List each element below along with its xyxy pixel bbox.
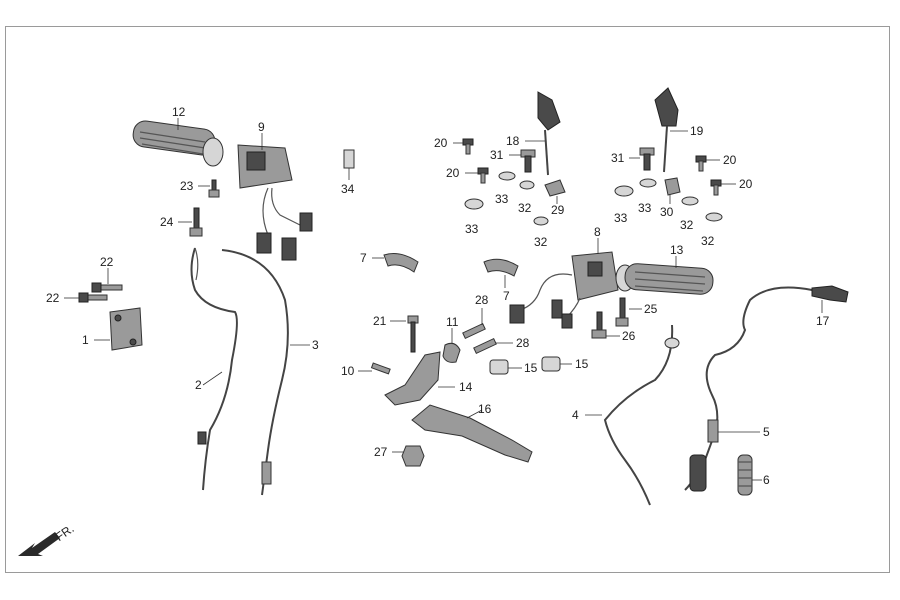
- collars-15-part: [489, 356, 561, 375]
- right-switch-housing-part: [509, 251, 619, 329]
- clamp-29: [544, 179, 566, 197]
- callout-20-b: 20: [446, 166, 460, 180]
- callout-33-c: 33: [614, 211, 628, 225]
- mirror-19-part: [654, 87, 679, 173]
- callout-10: 10: [341, 364, 355, 378]
- callout-19: 19: [690, 124, 704, 138]
- callout-34: 34: [341, 182, 355, 196]
- callout-22-top: 22: [100, 255, 114, 269]
- callout-16: 16: [478, 402, 492, 416]
- callout-21: 21: [373, 314, 387, 328]
- callout-33-d: 33: [638, 201, 652, 215]
- nut-27: [401, 445, 425, 467]
- callout-32-b: 32: [534, 235, 548, 249]
- bolt-24-part: [189, 207, 203, 237]
- callout-5: 5: [763, 425, 770, 439]
- callout-14: 14: [459, 380, 473, 394]
- callout-13: 13: [670, 243, 684, 257]
- left-switch-housing-part: [237, 144, 313, 261]
- callout-8: 8: [594, 225, 601, 239]
- bolts-31-part: [520, 147, 655, 173]
- callout-11: 11: [446, 315, 459, 329]
- bolts-28-part: [462, 322, 497, 355]
- callout-18: 18: [506, 134, 520, 148]
- callout-1: 1: [82, 333, 89, 347]
- callout-30: 30: [660, 205, 674, 219]
- callout-23: 23: [180, 179, 194, 193]
- callout-25: 25: [644, 302, 658, 316]
- callout-20-d: 20: [739, 177, 753, 191]
- part-11: [442, 342, 461, 363]
- arrow-icon: [18, 532, 60, 556]
- screw-23-part: [208, 179, 220, 198]
- callout-32-c: 32: [680, 218, 694, 232]
- bracket-14: [384, 351, 441, 406]
- screws-20-part: [462, 138, 722, 196]
- callout-7-left: 7: [360, 251, 367, 265]
- left-grip-part: [132, 120, 224, 167]
- callout-32-a: 32: [518, 201, 532, 215]
- lever-16: [411, 404, 533, 463]
- callout-22-left: 22: [46, 291, 60, 305]
- screw-21-part: [407, 315, 419, 353]
- bolts-25-26-part: [591, 297, 629, 339]
- callout-9: 9: [258, 120, 265, 134]
- callout-31-left: 31: [490, 148, 504, 162]
- part-34: [343, 149, 355, 169]
- diagram-frame: [5, 26, 890, 573]
- callout-15-right: 15: [575, 357, 589, 371]
- callout-4: 4: [572, 408, 579, 422]
- clamp-30: [664, 177, 681, 196]
- callout-33-b: 33: [465, 222, 479, 236]
- throttle-cable-3: [221, 249, 289, 496]
- washers-part: [464, 171, 723, 226]
- front-direction-arrow: FR.: [18, 521, 77, 556]
- callout-28-top: 28: [475, 293, 489, 307]
- clip-7-right: [483, 258, 519, 277]
- callout-28-right: 28: [516, 336, 530, 350]
- callout-12: 12: [172, 105, 186, 119]
- cable-end-17-part: [811, 285, 849, 303]
- callout-15-left: 15: [524, 361, 538, 375]
- right-grip-part: [615, 263, 714, 295]
- callout-31-right: 31: [611, 151, 625, 165]
- callout-27: 27: [374, 445, 388, 459]
- bolts-22-part: [78, 282, 123, 303]
- callout-26: 26: [622, 329, 636, 343]
- callout-24: 24: [160, 215, 174, 229]
- callout-32-d: 32: [701, 234, 715, 248]
- clip-7-left: [383, 253, 419, 273]
- callout-2: 2: [195, 378, 202, 392]
- pin-10: [370, 362, 391, 375]
- callout-33-a: 33: [495, 192, 509, 206]
- callout-20-c: 20: [723, 153, 737, 167]
- clutch-cable-5: [684, 286, 813, 491]
- callout-7-right: 7: [503, 289, 510, 303]
- callout-29: 29: [551, 203, 565, 217]
- clamp-1-part: [109, 307, 143, 351]
- callout-17: 17: [816, 314, 830, 328]
- callout-20-a: 20: [434, 136, 448, 150]
- callout-6: 6: [763, 473, 770, 487]
- callout-3: 3: [312, 338, 319, 352]
- cable-4: [603, 324, 674, 506]
- boot-6-part: [737, 454, 753, 496]
- throttle-cable-2: [190, 247, 238, 491]
- mirror-18-part: [537, 91, 561, 176]
